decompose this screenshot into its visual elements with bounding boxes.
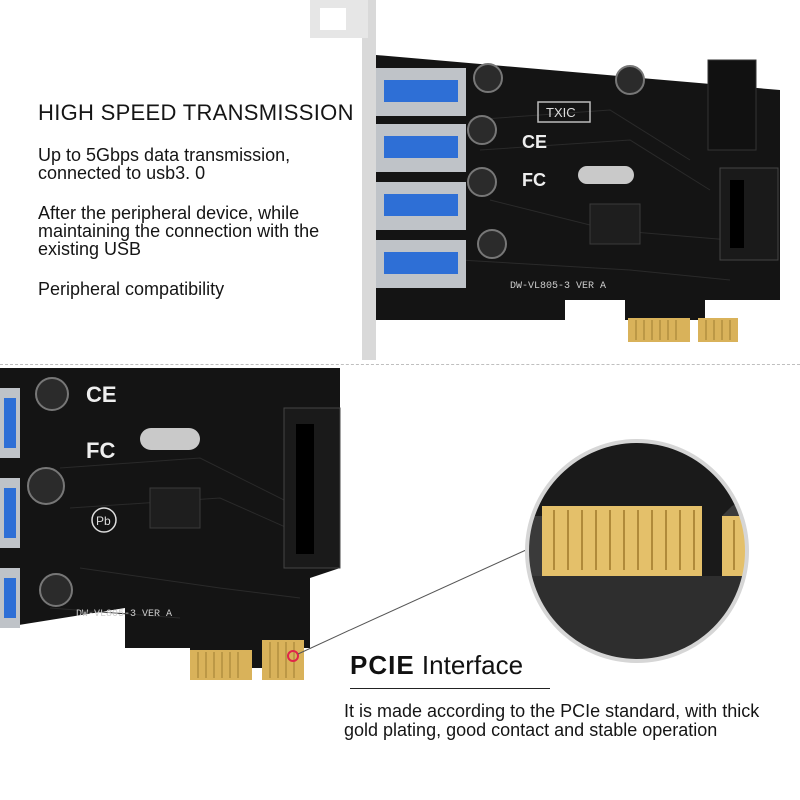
ce-mark-closeup: CE	[86, 382, 117, 407]
model-label-closeup: DW-VL805-3 VER A	[76, 609, 172, 620]
model-label: DW-VL805-3 VER A	[510, 281, 606, 292]
feature-compatibility: Peripheral compatibility	[38, 279, 225, 299]
feature-peripheral: After the peripheral device, while maint…	[38, 203, 320, 259]
feature-transmission: Up to 5Gbps data transmission, connected…	[38, 145, 291, 183]
pcie-title: PCIE Interface	[350, 650, 523, 681]
ce-mark: CE	[522, 132, 547, 152]
leader-line-ext	[350, 549, 527, 631]
gold-fingers-top	[628, 318, 690, 342]
fc-mark-closeup: FC	[86, 438, 115, 463]
headline: HIGH SPEED TRANSMISSION	[38, 100, 354, 125]
pcie-title-underline	[350, 688, 550, 689]
pcie-title-rest: Interface	[414, 650, 524, 680]
section-divider	[0, 364, 800, 365]
gold-fingers-closeup	[190, 650, 252, 680]
pcie-closeup-photo: CE FC Pb DW-VL805-3 VER A	[0, 368, 350, 680]
leader-line	[297, 629, 350, 655]
usb-ports	[376, 68, 466, 288]
pcie-title-bold: PCIE	[350, 650, 415, 680]
pcie-card-photo: TXIC CE FC DW-VL805-3 VER A	[310, 0, 780, 360]
pcie-description: It is made according to the PCIe standar…	[344, 701, 760, 740]
marker-circle	[287, 650, 299, 662]
fc-mark: FC	[522, 170, 546, 190]
gold-finger-zoom	[525, 439, 749, 663]
brand-label: TXIC	[546, 105, 576, 120]
pb-mark: Pb	[96, 514, 111, 528]
